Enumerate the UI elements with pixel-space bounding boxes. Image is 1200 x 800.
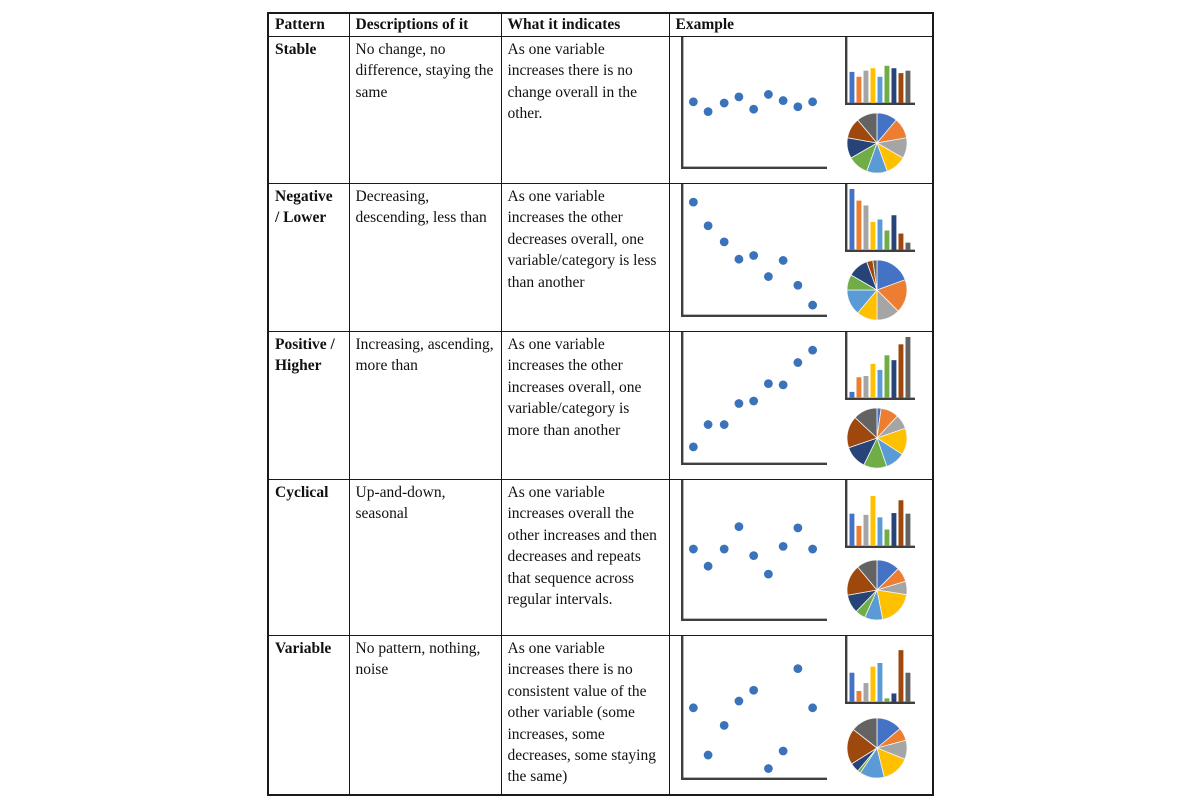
- pattern-cell: Variable: [267, 635, 350, 795]
- pattern-cell: Positive / Higher: [267, 331, 350, 480]
- pattern-cell: Cyclical: [267, 479, 350, 636]
- indicates-cell: As one variable increases overall the ot…: [500, 479, 670, 636]
- row-variable: Variable No pattern, nothing, noise As o…: [267, 635, 934, 795]
- row-stable: Stable No change, no difference, staying…: [267, 36, 934, 184]
- description-cell: Decreasing, descending, less than: [348, 183, 502, 332]
- example-charts: [670, 636, 932, 794]
- example-cell: [668, 183, 934, 332]
- row-cyclical: Cyclical Up-and-down, seasonal As one va…: [267, 479, 934, 636]
- bar-chart-thumbnail: [844, 480, 915, 548]
- indicates-cell: As one variable increases there is no ch…: [500, 36, 670, 184]
- example-charts: [670, 480, 932, 635]
- example-charts: [670, 184, 932, 331]
- header-indicates: What it indicates: [500, 12, 670, 37]
- description-cell: No pattern, nothing, noise: [348, 635, 502, 795]
- header-row: Pattern Descriptions of it What it indic…: [267, 12, 934, 37]
- scatter-plot: [680, 37, 827, 169]
- example-cell: [668, 36, 934, 184]
- row-positive-higher: Positive / Higher Increasing, ascending,…: [267, 331, 934, 480]
- pie-chart-thumbnail: [846, 259, 907, 321]
- pie-chart-thumbnail: [846, 112, 907, 173]
- scatter-plot: [680, 332, 827, 465]
- indicates-cell: As one variable increases there is no co…: [500, 635, 670, 795]
- pattern-reference-table: Pattern Descriptions of it What it indic…: [267, 12, 934, 796]
- header-descriptions: Descriptions of it: [348, 12, 502, 37]
- description-cell: No change, no difference, staying the sa…: [348, 36, 502, 184]
- pie-chart-thumbnail: [846, 407, 907, 469]
- scatter-plot: [680, 636, 827, 780]
- example-cell: [668, 635, 934, 795]
- example-charts: [670, 37, 932, 183]
- example-cell: [668, 331, 934, 480]
- example-charts: [670, 332, 932, 479]
- bar-chart-thumbnail: [844, 37, 915, 105]
- bar-chart-thumbnail: [844, 184, 915, 252]
- header-pattern: Pattern: [267, 12, 350, 37]
- indicates-cell: As one variable increases the other incr…: [500, 331, 670, 480]
- header-example: Example: [668, 12, 934, 37]
- description-cell: Up-and-down, seasonal: [348, 479, 502, 636]
- scatter-plot: [680, 480, 827, 621]
- bar-chart-thumbnail: [844, 332, 915, 400]
- row-negative-lower: Negative / Lower Decreasing, descending,…: [267, 183, 934, 332]
- example-cell: [668, 479, 934, 636]
- indicates-cell: As one variable increases the other decr…: [500, 183, 670, 332]
- pie-chart-thumbnail: [846, 717, 907, 778]
- pie-chart-thumbnail: [846, 559, 907, 621]
- description-cell: Increasing, ascending, more than: [348, 331, 502, 480]
- bar-chart-thumbnail: [844, 636, 915, 704]
- pattern-cell: Stable: [267, 36, 350, 184]
- scatter-plot: [680, 184, 827, 317]
- pattern-cell: Negative / Lower: [267, 183, 350, 332]
